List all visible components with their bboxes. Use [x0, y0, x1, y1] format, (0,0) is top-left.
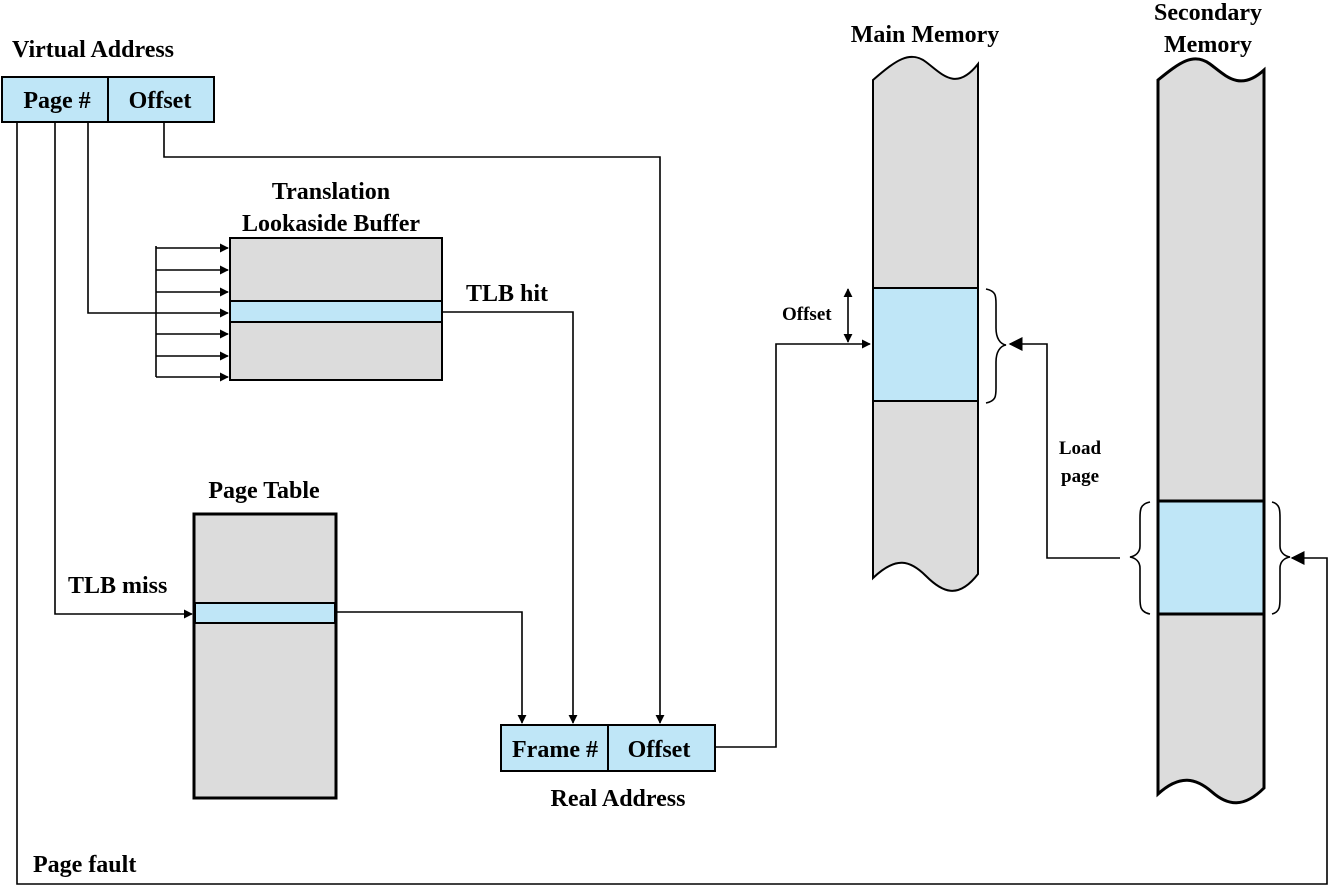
load-page-arrow: [1008, 337, 1120, 559]
page-table-entry: [194, 602, 336, 624]
real-address-title: Real Address: [551, 786, 686, 812]
secondary-memory-title-line1: Secondary: [1154, 0, 1262, 26]
secondary-memory-title-line2: Memory: [1164, 32, 1252, 58]
page-table-box: [192, 512, 338, 800]
real-offset-field: [607, 724, 716, 772]
tlb-hit-entry: [229, 300, 443, 323]
main-memory-offset-label: Offset: [782, 304, 832, 325]
main-memory-title: Main Memory: [851, 22, 1000, 48]
tlb-compare-arrows: [155, 243, 229, 382]
virtual-page-label: Page #: [23, 88, 90, 114]
offset-passthrough-arrow: [163, 122, 665, 724]
page-fault-label: Page fault: [33, 852, 136, 878]
tlb-miss-arrow: [54, 122, 193, 619]
load-page-label-line1: Load: [1059, 438, 1102, 459]
secondary-memory-page: [1156, 499, 1266, 616]
tlb-hit-arrow: [442, 311, 578, 724]
load-page-label-line2: page: [1061, 466, 1099, 487]
real-offset-label: Offset: [628, 737, 691, 763]
page-table-to-frame-arrow: [336, 611, 527, 724]
virtual-page-field: [1, 76, 109, 123]
tlb-miss-label: TLB miss: [68, 573, 167, 599]
tlb-hit-label: TLB hit: [466, 281, 548, 307]
real-frame-label: Frame #: [512, 737, 598, 763]
secondary-page-right-brace: [1271, 501, 1291, 615]
virtual-offset-label: Offset: [129, 88, 192, 114]
page-to-tlb-arrow: [87, 122, 229, 318]
secondary-memory-column: [1156, 57, 1266, 805]
virtual-address-title: Virtual Address: [12, 37, 174, 63]
secondary-page-left-brace: [1129, 501, 1151, 615]
tlb-title-line2: Lookaside Buffer: [242, 211, 420, 237]
tlb-title-line1: Translation: [272, 179, 390, 205]
main-memory-frame: [872, 287, 979, 402]
real-to-main-memory-arrow: [715, 339, 871, 748]
virtual-offset-field: [107, 76, 215, 123]
page-table-title: Page Table: [208, 478, 320, 504]
page-fault-arrow: [16, 122, 1328, 885]
main-memory-brace: [985, 288, 1007, 404]
